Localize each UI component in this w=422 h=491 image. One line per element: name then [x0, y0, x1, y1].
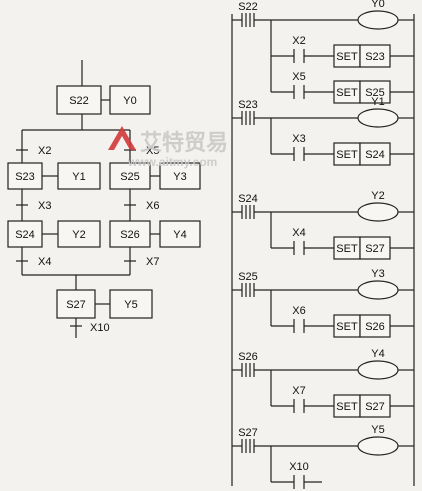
sfc-step-s24: [7, 220, 43, 248]
ladder-set-label: SET: [336, 87, 358, 99]
sfc-transition-x3: X3: [38, 200, 51, 212]
ladder-coil-y2: [357, 202, 399, 222]
sfc-action-y3: [159, 162, 201, 190]
ladder-set-label: SET: [336, 51, 358, 63]
ladder-coil-label-y0: Y0: [371, 0, 384, 10]
sfc-action-y1-label: Y1: [72, 171, 85, 183]
ladder-contact-x6: X6: [292, 305, 305, 317]
ladder-coil-label-y3: Y3: [371, 268, 384, 280]
ladder-set-target-s27: S27: [365, 243, 385, 255]
sfc-step-s25-label: S25: [120, 171, 140, 183]
sfc-action-y4: [159, 220, 201, 248]
ladder-contact-x10: X10: [289, 461, 309, 473]
ladder-coil-label-y4: Y4: [371, 348, 384, 360]
ladder-set-target-s25: S25: [365, 87, 385, 99]
ladder-contact-x4: X4: [292, 227, 305, 239]
ladder-coil-label-y1: Y1: [371, 96, 384, 108]
ladder-set-target-s26: S26: [365, 321, 385, 333]
watermark: 艾特贸易 www.aitmy.com: [108, 126, 228, 169]
ladder-coil-y1: [357, 108, 399, 128]
ladder-coil-y0: [357, 10, 399, 30]
ladder-step-contact-s27: S27: [238, 427, 258, 439]
sfc-action-y5: [109, 289, 153, 319]
ladder-contact-x5: X5: [292, 71, 305, 83]
ladder-contact-x2: X2: [292, 35, 305, 47]
sfc-transition-x4: X4: [38, 256, 51, 268]
sfc-action-y2: [57, 220, 101, 248]
ladder-set-target-s24: S24: [365, 149, 385, 161]
ladder-set-label: SET: [336, 401, 358, 413]
sfc-action-y1: [57, 162, 101, 190]
watermark-url: www.aitmy.com: [127, 155, 217, 169]
sfc-action-y0: [109, 85, 151, 115]
sfc-transition-x5: X5: [146, 145, 159, 157]
ladder-step-contact-s26: S26: [238, 351, 258, 363]
ladder-set-target-s23: S23: [365, 51, 385, 63]
ladder-set-label: SET: [336, 149, 358, 161]
sfc-action-y3-label: Y3: [173, 171, 186, 183]
ladder-contact-x7: X7: [292, 385, 305, 397]
ladder-coil-label-y5: Y5: [371, 424, 384, 436]
ladder-coil-y4: [357, 360, 399, 380]
sfc-transition-x7: X7: [146, 256, 159, 268]
ladder-step-contact-s24: S24: [238, 193, 258, 205]
ladder-set-target-s27: S27: [365, 401, 385, 413]
ladder-step-contact-s23: S23: [238, 99, 258, 111]
ladder-set-label: SET: [336, 243, 358, 255]
ladder-step-contact-s22: S22: [238, 1, 258, 13]
ladder-set-label: SET: [336, 321, 358, 333]
sfc-step-s27-label: S27: [66, 299, 86, 311]
sfc-action-y4-label: Y4: [173, 229, 186, 241]
sfc-step-s22-label: S22: [69, 95, 89, 107]
sfc-step-s24-label: S24: [15, 229, 35, 241]
sfc-step-s23-label: S23: [15, 171, 35, 183]
sfc-chart: S22 Y0 X2 S23 Y1 X3 S24 Y2 X4 X5 S25: [7, 60, 201, 338]
sfc-transition-x2: X2: [38, 145, 51, 157]
sfc-action-y2-label: Y2: [72, 229, 85, 241]
ladder-coil-y5: [357, 436, 399, 456]
sfc-transition-x10: X10: [90, 322, 110, 334]
sfc-step-s26-label: S26: [120, 229, 140, 241]
sfc-action-y0-label: Y0: [123, 95, 136, 107]
watermark-title: 艾特贸易: [140, 130, 228, 156]
sfc-transition-x6: X6: [146, 200, 159, 212]
ladder-coil-y3: [357, 280, 399, 300]
ladder-contact-x3: X3: [292, 133, 305, 145]
watermark-logo-icon: [108, 126, 136, 150]
ladder-coil-label-y2: Y2: [371, 190, 384, 202]
sfc-action-y5-label: Y5: [124, 299, 137, 311]
ladder-step-contact-s25: S25: [238, 271, 258, 283]
